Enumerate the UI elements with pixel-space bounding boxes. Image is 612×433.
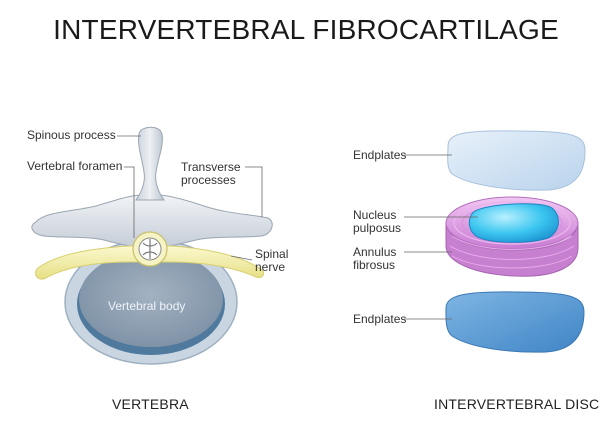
spinous-process	[135, 126, 165, 201]
vertebral-foramen	[132, 231, 168, 267]
label-endplates-bottom: Endplates	[353, 312, 407, 326]
spinal-nerve	[35, 245, 265, 280]
nucleus-pulposus	[468, 203, 559, 243]
vertebra-illustration	[31, 126, 273, 365]
caption-intervertebral-disc: INTERVERTEBRAL DISC	[434, 396, 600, 412]
page-title: INTERVERTEBRAL FIBROCARTILAGE	[53, 14, 559, 45]
disc-illustration	[404, 130, 586, 353]
label-vertebral-body: Vertebral body	[108, 299, 186, 313]
transverse-processes	[31, 194, 273, 249]
label-spinal-nerve: Spinal nerve	[255, 247, 289, 274]
vertebral-body	[64, 239, 238, 365]
label-endplates-top: Endplates	[353, 148, 407, 162]
endplate-top	[447, 130, 586, 191]
label-annulus-fibrosus: Annulus fibrosus	[353, 245, 397, 272]
caption-vertebra: VERTEBRA	[112, 396, 189, 412]
label-spinous-process: Spinous process	[27, 128, 116, 142]
label-transverse-processes: Transverse processes	[181, 160, 241, 187]
label-nucleus-pulposus: Nucleus pulposus	[353, 208, 402, 235]
disc-leader-lines	[404, 154, 478, 320]
label-vertebral-foramen: Vertebral foramen	[27, 159, 123, 173]
endplate-bottom	[445, 291, 585, 353]
vertebra-leader-lines	[117, 135, 263, 261]
